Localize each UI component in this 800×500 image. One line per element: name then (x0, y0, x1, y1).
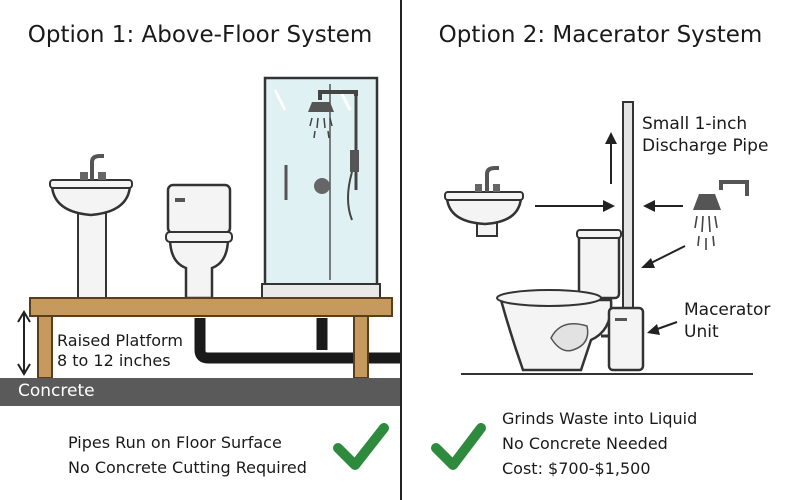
above-floor-illustration (17, 76, 400, 470)
above-floor-panel: Option 1: Above-Floor System (0, 22, 400, 477)
right-caption-line1: Grinds Waste into Liquid (502, 409, 698, 428)
platform-label-line2: 8 to 12 inches (57, 351, 171, 370)
unit-label-line2: Unit (684, 322, 719, 342)
toilet-icon (165, 183, 233, 300)
sink-icon (444, 166, 524, 237)
height-arrow (17, 310, 31, 376)
left-caption-line2: No Concrete Cutting Required (68, 458, 307, 477)
discharge-pipe (622, 101, 634, 328)
up-arrow-icon (605, 132, 617, 184)
macerator-title: Option 2: Macerator System (438, 22, 763, 48)
unit-label-line1: Macerator (684, 300, 771, 320)
concrete-slab (0, 378, 400, 406)
arrow-shower-to-unit (641, 245, 686, 268)
floor-pipes (194, 318, 400, 364)
sink-icon (49, 154, 133, 301)
right-caption-line2: No Concrete Needed (502, 434, 668, 453)
panel-divider (400, 0, 402, 500)
arrow-shower-to-pipe (643, 200, 683, 212)
checkmark-icon (333, 423, 389, 470)
macerator-panel: Option 2: Macerator System (401, 0, 800, 500)
pipe-label-line1: Small 1-inch (642, 114, 748, 134)
arrow-sink-to-pipe (535, 200, 615, 212)
concrete-label: Concrete (18, 381, 95, 401)
above-floor-title: Option 1: Above-Floor System (27, 22, 373, 48)
shower-head-icon (693, 180, 749, 250)
right-caption-line3: Cost: $700-$1,500 (502, 459, 651, 478)
left-caption-line1: Pipes Run on Floor Surface (68, 433, 282, 452)
checkmark-icon (431, 423, 486, 470)
platform-label-line1: Raised Platform (57, 331, 183, 350)
pipe-label-line2: Discharge Pipe (642, 136, 769, 156)
macerator-illustration (431, 101, 753, 470)
shower-enclosure (261, 76, 381, 299)
arrow-label-to-unit (647, 321, 678, 335)
macerator-unit (601, 306, 645, 372)
toilet-icon (496, 229, 622, 372)
shower-head-icon (308, 90, 358, 139)
